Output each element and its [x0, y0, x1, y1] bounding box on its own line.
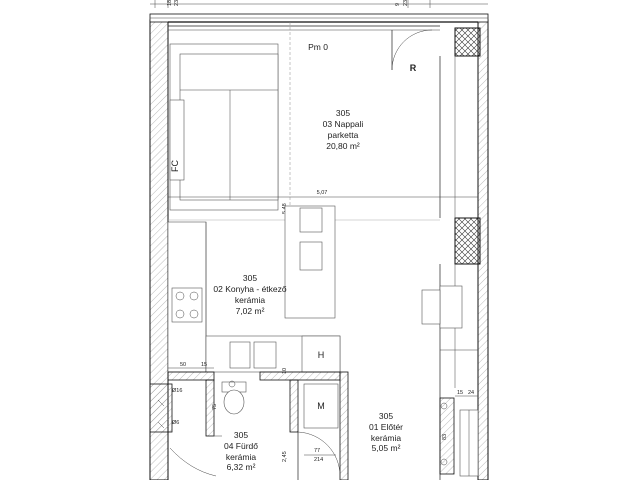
column-middle	[454, 217, 481, 265]
dim-245: 2,45	[282, 451, 288, 462]
dim-15b: 15	[457, 390, 463, 396]
level-label: Pm 0	[308, 42, 328, 52]
room-kitchen-floor: kerámia	[235, 295, 266, 305]
room-hall: 305 01 Előtér kerámia 5,05 m²	[369, 411, 403, 453]
room-hall-area: 5,05 m²	[372, 443, 401, 453]
washer-label: M	[317, 401, 325, 411]
dining-table	[284, 205, 336, 319]
dim-top-18: 18	[167, 0, 173, 6]
interior-walls	[149, 371, 349, 480]
dim-width: 5,07	[317, 190, 328, 196]
room-living: 305 03 Nappali parketta 20,80 m²	[323, 108, 364, 151]
room-bathroom: 305 04 Fürdő kerámia 6,32 m²	[224, 430, 258, 472]
kitchen-counter	[167, 221, 207, 373]
fridge-label: H	[318, 350, 325, 360]
room-kitchen: 305 02 Konyha - étkező kerámia 7,02 m²	[213, 273, 287, 316]
room-hall-name: 01 Előtér	[369, 422, 403, 432]
room-living-floor: parketta	[328, 130, 359, 140]
room-hall-floor: kerámia	[371, 433, 402, 443]
sofa	[169, 43, 279, 211]
dim-10: 10	[282, 368, 288, 374]
dim-top-23a: 23	[174, 0, 180, 6]
toilet	[221, 380, 247, 415]
dim-top-23b: 23	[403, 0, 409, 6]
room-living-area: 20,80 m²	[326, 141, 360, 151]
column-top	[454, 27, 481, 57]
fancoil-label: FC	[170, 160, 180, 172]
right-desk	[439, 285, 463, 329]
room-bathroom-floor: kerámia	[226, 452, 257, 462]
room-living-name: 03 Nappali	[323, 119, 364, 129]
balcony-door	[391, 29, 433, 71]
room-kitchen-name: 02 Konyha - étkező	[213, 284, 287, 294]
dim-15a: 15	[201, 362, 207, 368]
washer	[303, 383, 339, 429]
room-kitchen-number: 305	[243, 273, 257, 283]
room-kitchen-area: 7,02 m²	[236, 306, 265, 316]
room-bathroom-name: 04 Fürdő	[224, 441, 258, 451]
room-bathroom-number: 305	[234, 430, 248, 440]
dim-214: 214	[314, 457, 323, 463]
bathroom-door	[297, 431, 341, 480]
room-living-number: 305	[336, 108, 350, 118]
dim-83: 83	[442, 434, 448, 440]
dim-6: Ø6	[172, 420, 179, 426]
room-bathroom-area: 6,32 m²	[227, 462, 256, 472]
cooktop	[171, 287, 203, 323]
dim-24: 24	[468, 390, 474, 396]
dim-50: 50	[180, 362, 186, 368]
entrance-wardrobe	[439, 397, 479, 477]
kitchen-sink-counter	[205, 335, 341, 373]
dim-75: 75	[212, 404, 218, 410]
radiator-label: R	[410, 63, 417, 73]
dim-77: 77	[314, 448, 320, 454]
room-hall-number: 305	[379, 411, 393, 421]
top-dimensions: 18 23 9 23	[150, 0, 488, 8]
dim-16: Ø16	[172, 388, 182, 394]
dim-top-9: 9	[395, 3, 401, 6]
